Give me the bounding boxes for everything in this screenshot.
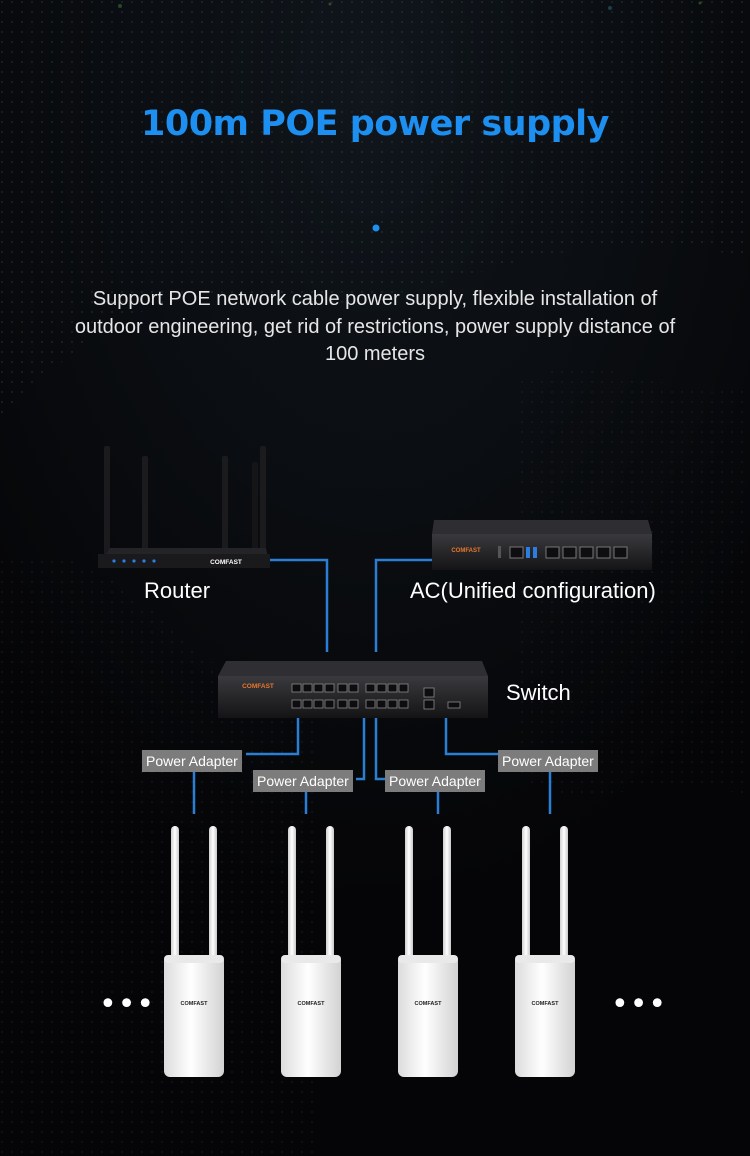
switch-device: COMFAST <box>218 661 488 718</box>
access-point-3: COMFAST <box>398 826 458 1077</box>
more-left-ellipsis: ••• <box>99 987 156 1022</box>
router-label: Router <box>144 578 211 603</box>
power-adapter-2: Power Adapter <box>253 770 353 792</box>
accent-dot <box>372 224 380 232</box>
access-point-2: COMFAST <box>281 826 341 1077</box>
switch-label: Switch <box>506 680 571 705</box>
power-adapter-1: Power Adapter <box>142 750 242 772</box>
page-subtitle: Support POE network cable power supply, … <box>74 288 676 365</box>
power-adapter-4: Power Adapter <box>498 750 598 772</box>
access-point-1: COMFAST <box>164 826 224 1077</box>
page-title: 100m POE power supply <box>141 104 610 144</box>
access-point-brand: COMFAST <box>181 1001 209 1007</box>
access-point-4: COMFAST <box>515 826 575 1077</box>
ac-device: COMFAST <box>432 520 652 570</box>
power-adapter-3: Power Adapter <box>385 770 485 792</box>
switch-brand: COMFAST <box>242 683 274 690</box>
access-point-brand: COMFAST <box>532 1001 560 1007</box>
access-point-brand: COMFAST <box>415 1001 443 1007</box>
downlink-cables <box>192 718 552 814</box>
router-device: COMFAST <box>98 446 270 568</box>
ac-label: AC(Unified configuration) <box>410 578 656 603</box>
router-brand: COMFAST <box>210 559 242 566</box>
access-point-brand: COMFAST <box>298 1001 326 1007</box>
more-right-ellipsis: ••• <box>611 987 668 1022</box>
uplink-cables <box>270 558 432 652</box>
ac-brand: COMFAST <box>451 548 481 554</box>
